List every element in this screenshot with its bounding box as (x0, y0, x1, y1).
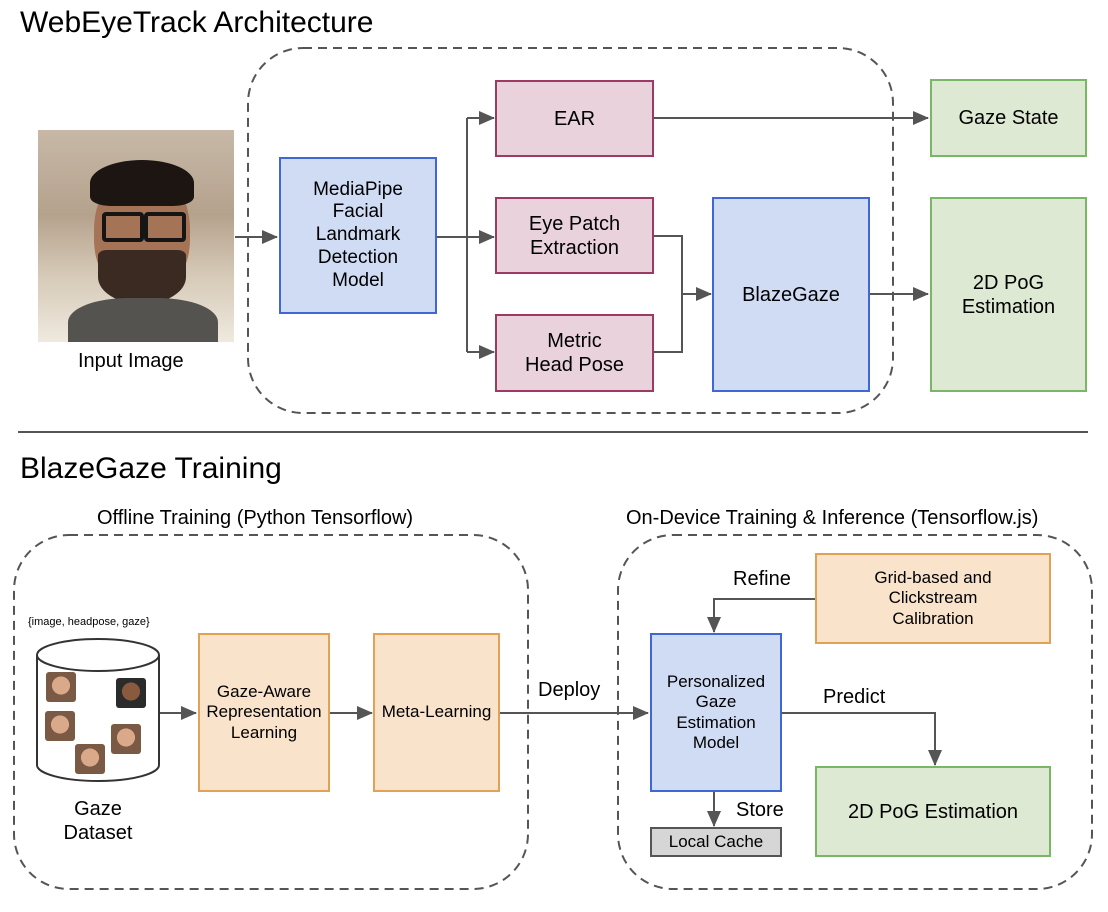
face-thumbnail (111, 724, 141, 754)
beard-shape (98, 250, 186, 304)
dataset-caption: {image, headpose, gaze} (28, 616, 150, 628)
head-pose-box: Metric Head Pose (495, 314, 654, 392)
line-eyepatch-merge (654, 235, 683, 294)
refine-label: Refine (733, 568, 791, 590)
ondevice-title: On-Device Training & Inference (Tensorfl… (626, 507, 1039, 529)
representation-learning-box: Gaze-Aware Representation Learning (198, 633, 330, 792)
mediapipe-box: MediaPipe Facial Landmark Detection Mode… (279, 157, 437, 314)
eye-patch-box: Eye Patch Extraction (495, 197, 654, 274)
pog-box-top: 2D PoG Estimation (930, 197, 1087, 392)
pog-box-bottom: 2D PoG Estimation (815, 766, 1051, 857)
calibration-box: Grid-based and Clickstream Calibration (815, 553, 1051, 644)
gaze-state-box: Gaze State (930, 79, 1087, 157)
training-title: BlazeGaze Training (20, 452, 282, 485)
architecture-container-outline (247, 47, 894, 414)
predict-label: Predict (823, 686, 886, 708)
input-image (38, 130, 234, 342)
glasses-left (102, 212, 144, 242)
store-label: Store (736, 799, 784, 821)
face-thumbnail (116, 678, 146, 708)
meta-learning-box: Meta-Learning (373, 633, 500, 792)
personalized-model-box: Personalized Gaze Estimation Model (650, 633, 782, 792)
dataset-label: Gaze Dataset (63, 798, 133, 844)
arrow-calibration-to-personalized (707, 598, 815, 633)
offline-container-outline (13, 534, 529, 890)
hair-shape (90, 160, 194, 206)
deploy-label: Deploy (538, 679, 601, 701)
ear-box: EAR (495, 80, 654, 157)
local-cache-box: Local Cache (650, 827, 782, 857)
blazegaze-box: BlazeGaze (712, 197, 870, 392)
shirt-shape (68, 298, 218, 342)
face-thumbnail (45, 711, 75, 741)
architecture-title: WebEyeTrack Architecture (20, 6, 374, 39)
arrow-personalized-to-pog (782, 712, 942, 766)
face-thumbnail (46, 672, 76, 702)
glasses-right (144, 212, 186, 242)
offline-title: Offline Training (Python Tensorflow) (97, 507, 414, 529)
face-thumbnail (75, 744, 105, 774)
line-headpose-merge (654, 294, 683, 353)
input-image-label: Input Image (78, 350, 184, 372)
